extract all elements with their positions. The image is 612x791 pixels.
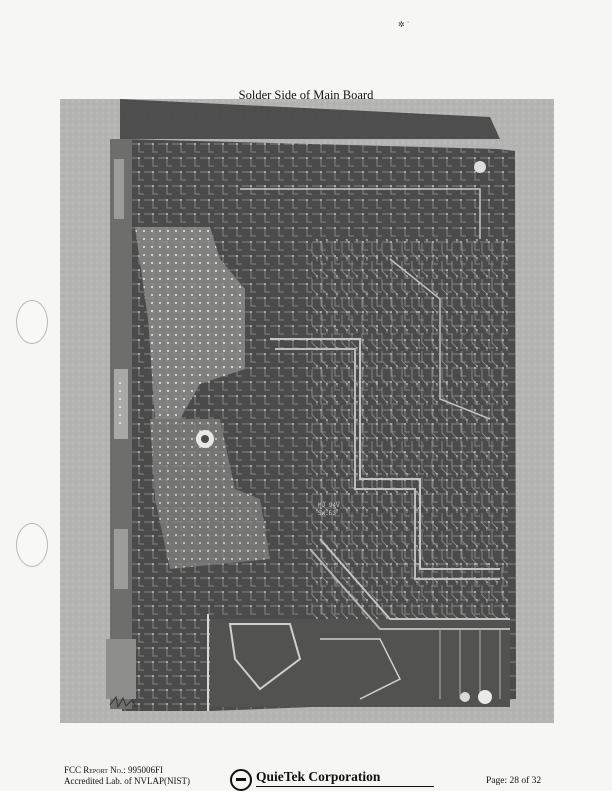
binder-hole	[16, 523, 48, 567]
photo-caption: Solder Side of Main Board	[238, 88, 374, 102]
company-logo: QuieTek Corporation	[230, 765, 435, 791]
scan-mark: ✲ ˙	[398, 20, 410, 29]
company-name: QuieTek Corporation	[256, 769, 381, 784]
board-photo: MJ 94V SW.E3	[60, 99, 554, 723]
logo-underline	[256, 786, 434, 787]
report-label: FCC Report No.:	[64, 765, 126, 775]
accreditation: Accredited Lab. of NVLAP(NIST)	[64, 776, 190, 786]
board-photo-image: MJ 94V SW.E3	[60, 99, 554, 723]
report-number-line: FCC Report No.: 995006FI	[64, 765, 190, 776]
svg-text:MJ 94V: MJ 94V	[318, 502, 340, 509]
page-number: Page: 28 of 32	[486, 776, 542, 786]
binder-hole	[16, 300, 48, 344]
svg-text:SW.E3: SW.E3	[318, 510, 336, 517]
company-logo-icon	[230, 769, 252, 791]
report-number: 995006FI	[128, 765, 164, 775]
report-info: FCC Report No.: 995006FI Accredited Lab.…	[64, 765, 190, 787]
